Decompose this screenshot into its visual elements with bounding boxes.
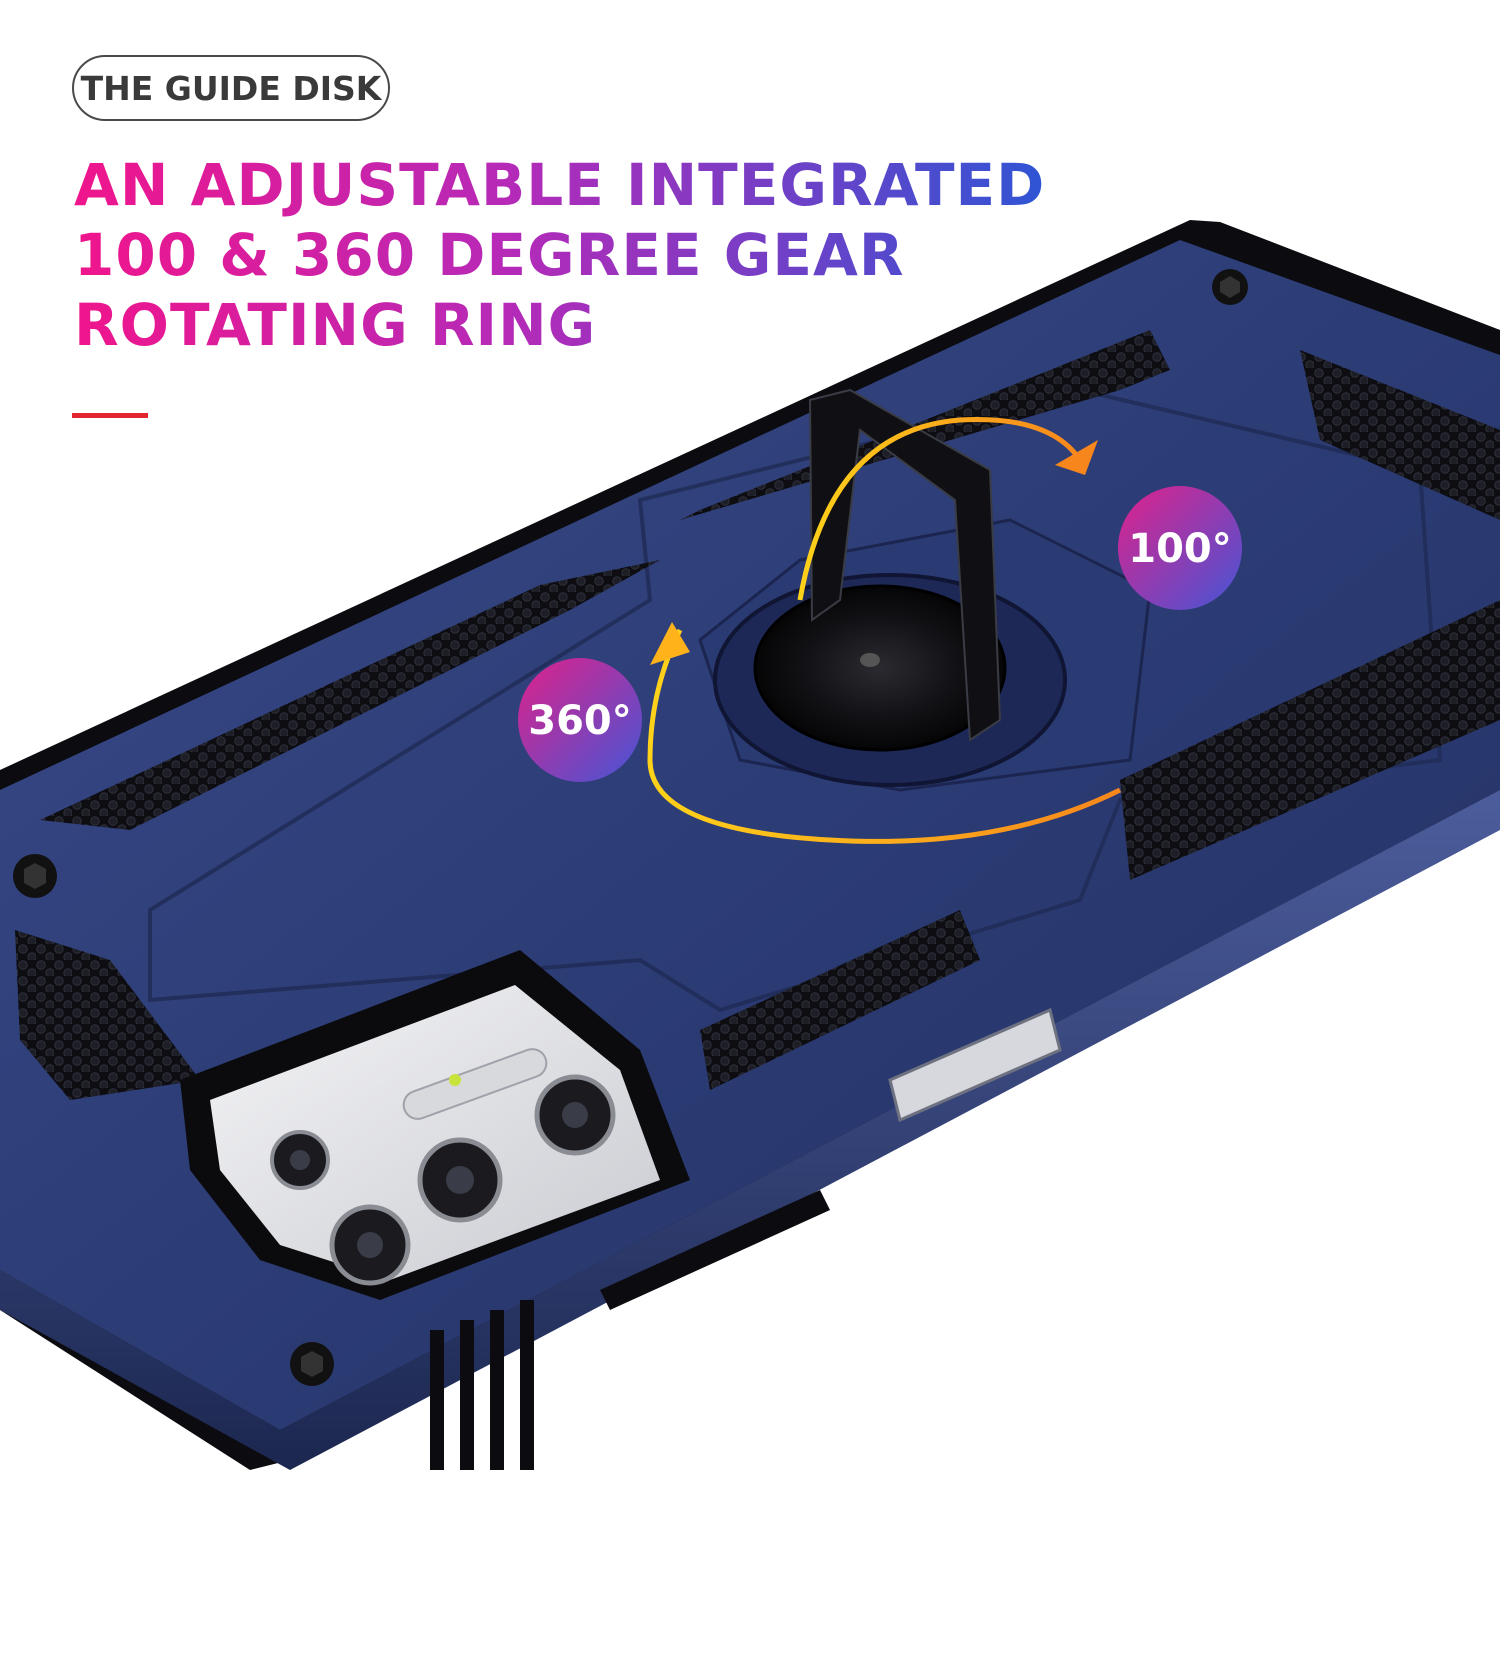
- camera-lens-icon: [417, 1137, 503, 1223]
- grip-strip-right: [1120, 600, 1500, 880]
- bottom-vent-slots: [430, 1300, 534, 1470]
- grip-strip-top-right: [1300, 350, 1500, 520]
- grip-strip-bottom-mid: [700, 910, 980, 1090]
- badge-100-degree: 100°: [1118, 486, 1242, 610]
- side-button: [888, 1007, 1062, 1123]
- screw-bottom-icon: [290, 1342, 334, 1386]
- section-tag: THE GUIDE DISK: [72, 55, 390, 121]
- arrow-head-100-icon: [1055, 440, 1098, 475]
- badge-360-label: 360°: [528, 698, 632, 744]
- arrow-head-360-icon: [650, 622, 690, 665]
- camera-lens-icon: [329, 1204, 411, 1286]
- screw-top-right-icon: [1212, 269, 1248, 305]
- case-back: [0, 240, 1500, 1430]
- ring-holder: [698, 388, 1152, 792]
- rotation-arrow-100: [797, 417, 1083, 601]
- badge-100-label: 100°: [1128, 526, 1232, 572]
- screw-left-icon: [13, 854, 57, 898]
- phone-case-illustration: 100° 360°: [0, 220, 1500, 1470]
- grip-strip-top-left: [40, 560, 660, 830]
- camera-lens-icon: [534, 1074, 616, 1156]
- camera-lens-icon: [270, 1130, 330, 1190]
- accent-divider: [72, 413, 148, 418]
- grip-strip-left: [15, 930, 200, 1100]
- rotation-arrow-360: [647, 628, 1122, 844]
- badge-360-degree: 360°: [518, 658, 642, 782]
- side-port: [600, 1190, 830, 1310]
- camera-module: [180, 950, 690, 1300]
